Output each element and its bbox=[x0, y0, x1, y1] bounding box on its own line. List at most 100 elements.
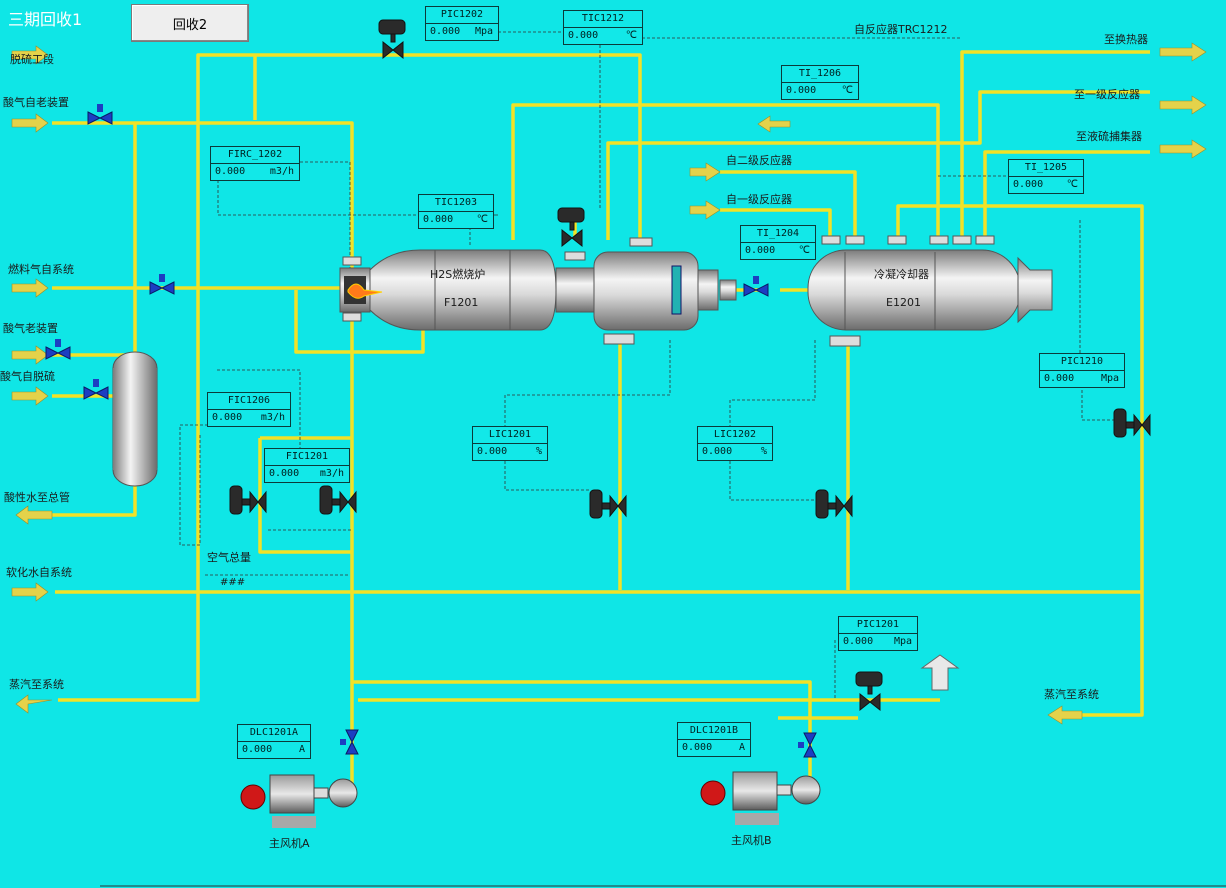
instrument-pic1201[interactable]: PIC1201 0.000 Mpa bbox=[838, 616, 918, 651]
instrument-value: 0.000 bbox=[212, 412, 243, 423]
label-desulfur-section: 脱硫工段 bbox=[10, 53, 54, 66]
control-valve-pic1201[interactable] bbox=[855, 671, 883, 712]
instrument-unit: A bbox=[738, 742, 745, 753]
control-valve-pic1202[interactable] bbox=[378, 19, 406, 60]
instrument-dlc1201a[interactable]: DLC1201A 0.000 A bbox=[237, 724, 311, 759]
instrument-value: 0.000 bbox=[430, 26, 461, 37]
blue-valve-fan-a[interactable] bbox=[340, 729, 359, 755]
instrument-tag: TIC1203 bbox=[419, 195, 493, 212]
instrument-ti1205[interactable]: TI_1205 0.000 ℃ bbox=[1008, 159, 1084, 194]
instrument-tag: TIC1212 bbox=[564, 11, 642, 28]
blue-valve-fan-b[interactable] bbox=[798, 732, 817, 758]
instrument-value: 0.000 bbox=[682, 742, 713, 753]
label-steam-out-left: 蒸汽至系统 bbox=[9, 678, 64, 691]
instrument-unit: ℃ bbox=[476, 214, 488, 225]
furnace-name: H2S燃烧炉 bbox=[430, 268, 486, 281]
instrument-value: 0.000 bbox=[568, 30, 599, 41]
control-valve-fic1206[interactable] bbox=[229, 485, 267, 515]
instrument-tag: PIC1201 bbox=[839, 617, 917, 634]
instrument-value: 0.000 bbox=[1013, 179, 1044, 190]
instrument-value: 0.000 bbox=[423, 214, 454, 225]
label-acid-gas-desulfur: 酸气自脱硫 bbox=[0, 370, 55, 383]
instrument-lic1201[interactable]: LIC1201 0.000% bbox=[472, 426, 548, 461]
label-from-second-reactor: 自二级反应器 bbox=[726, 154, 792, 167]
nav-button-recovery-2[interactable]: 回收2 bbox=[131, 4, 249, 42]
label-from-reactor-trc: 自反应器TRC1212 bbox=[854, 23, 948, 36]
instrument-value: 0.000 bbox=[786, 85, 817, 96]
instrument-fic1206[interactable]: FIC1206 0.000 m3/h bbox=[207, 392, 291, 427]
instrument-tag: DLC1201A bbox=[238, 725, 310, 742]
label-soft-water: 软化水自系统 bbox=[6, 566, 72, 579]
window-title: 三期回收1 bbox=[8, 10, 83, 29]
flow-arrows bbox=[11, 42, 1207, 725]
instrument-unit: ℃ bbox=[1066, 179, 1078, 190]
label-air-total: 空气总量 bbox=[207, 551, 251, 564]
instrument-unit: % bbox=[535, 446, 542, 457]
instrument-unit: ℃ bbox=[841, 85, 853, 96]
instrument-unit: m3/h bbox=[260, 412, 285, 423]
control-valve-fic1201[interactable] bbox=[319, 485, 357, 515]
instrument-value: 0.000 bbox=[242, 744, 273, 755]
condenser bbox=[807, 235, 1053, 347]
instrument-tag: PIC1202 bbox=[426, 7, 498, 24]
main-fan-a-motor bbox=[240, 774, 358, 828]
instrument-tag: FIC1206 bbox=[208, 393, 290, 410]
blue-valve-condenser-inlet[interactable] bbox=[743, 276, 769, 297]
instrument-tag: PIC1210 bbox=[1040, 354, 1124, 371]
air-total-value: ### bbox=[220, 577, 246, 588]
label-to-sulfur-collector: 至液硫捕集器 bbox=[1076, 130, 1142, 143]
control-valve-lic1202[interactable] bbox=[815, 489, 853, 519]
instrument-unit: Mpa bbox=[893, 636, 912, 647]
instrument-tag: DLC1201B bbox=[678, 723, 750, 740]
label-fan-a: 主风机A bbox=[269, 837, 310, 850]
instrument-unit: % bbox=[760, 446, 767, 457]
label-to-heat-exchanger: 至换热器 bbox=[1104, 33, 1148, 46]
instrument-unit: m3/h bbox=[319, 468, 344, 479]
instrument-value: 0.000 bbox=[215, 166, 246, 177]
vent-icon bbox=[920, 654, 960, 691]
instrument-unit: A bbox=[298, 744, 305, 755]
label-acid-gas-to-old: 酸气老装置 bbox=[3, 322, 58, 335]
instrument-value: 0.000 bbox=[843, 636, 874, 647]
instrument-ti1204[interactable]: TI_1204 0.000 ℃ bbox=[740, 225, 816, 260]
control-valve-pic1210[interactable] bbox=[1113, 408, 1151, 438]
blue-valve-fuel-gas[interactable] bbox=[149, 274, 175, 295]
blue-valve-acid-gas[interactable] bbox=[87, 104, 113, 125]
control-valve-lic1201[interactable] bbox=[589, 489, 627, 519]
instrument-value: 0.000 bbox=[477, 446, 508, 457]
instrument-tag: TI_1205 bbox=[1009, 160, 1083, 177]
instrument-tag: TI_1206 bbox=[782, 66, 858, 83]
instrument-unit: m3/h bbox=[269, 166, 294, 177]
instrument-tag: FIC1201 bbox=[265, 449, 349, 466]
instrument-lic1202[interactable]: LIC1202 0.000% bbox=[697, 426, 773, 461]
instrument-value: 0.000 bbox=[745, 245, 776, 256]
instrument-value: 0.000 bbox=[702, 446, 733, 457]
instrument-pic1202[interactable]: PIC1202 0.000 Mpa bbox=[425, 6, 499, 41]
instrument-tag: TI_1204 bbox=[741, 226, 815, 243]
label-steam-out-right: 蒸汽至系统 bbox=[1044, 688, 1099, 701]
signal-lines bbox=[179, 31, 1115, 700]
knockout-drum bbox=[112, 351, 158, 487]
instrument-dlc1201b[interactable]: DLC1201B 0.000 A bbox=[677, 722, 751, 757]
label-acid-gas-old: 酸气自老装置 bbox=[3, 96, 69, 109]
condenser-name: 冷凝冷却器 bbox=[874, 268, 929, 281]
instrument-ti1206[interactable]: TI_1206 0.000 ℃ bbox=[781, 65, 859, 100]
label-fuel-gas: 燃料气自系统 bbox=[8, 263, 74, 276]
main-fan-b-motor bbox=[700, 771, 821, 825]
instrument-tic1212[interactable]: TIC1212 0.000 ℃ bbox=[563, 10, 643, 45]
instrument-tag: LIC1202 bbox=[698, 427, 772, 444]
label-acid-water-out: 酸性水至总管 bbox=[4, 491, 70, 504]
instrument-unit: ℃ bbox=[625, 30, 637, 41]
blue-valve-acid-gas-old[interactable] bbox=[45, 339, 71, 360]
instrument-tag: LIC1201 bbox=[473, 427, 547, 444]
control-valve-tic1212[interactable] bbox=[557, 207, 585, 248]
blue-valve-acid-gas-desulfur[interactable] bbox=[83, 379, 109, 400]
instrument-value: 0.000 bbox=[1044, 373, 1075, 384]
instrument-unit: ℃ bbox=[798, 245, 810, 256]
instrument-tic1203[interactable]: TIC1203 0.000 ℃ bbox=[418, 194, 494, 229]
instrument-unit: Mpa bbox=[474, 26, 493, 37]
